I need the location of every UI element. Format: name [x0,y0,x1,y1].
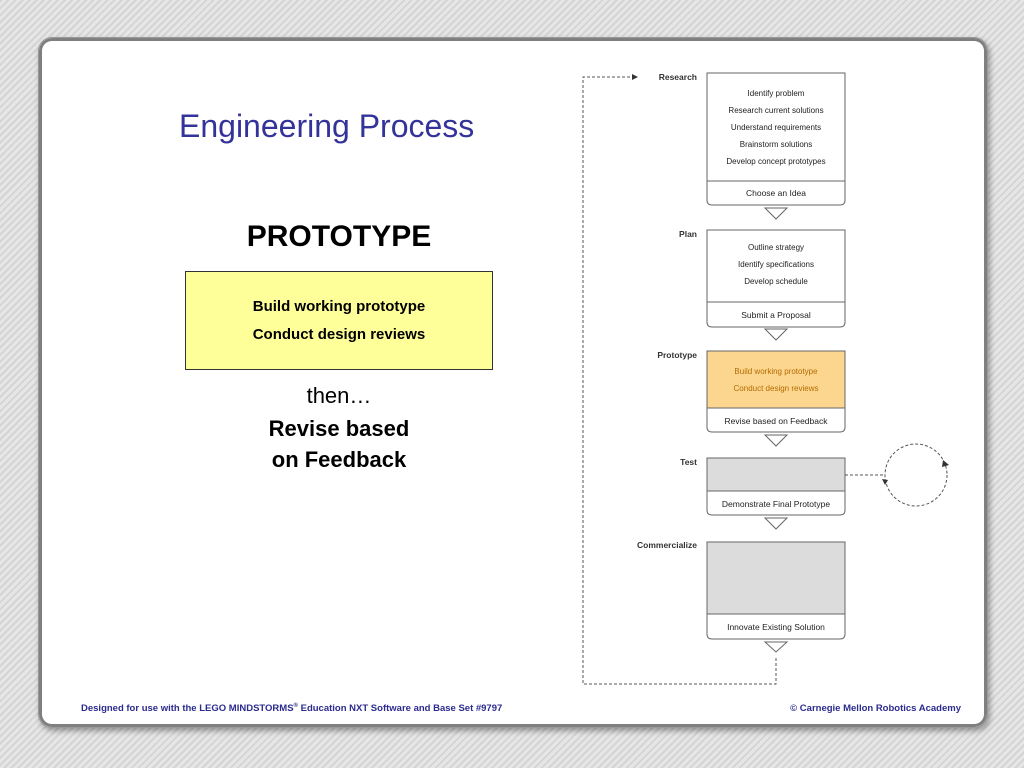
research-outcome-box [706,180,846,206]
prototype-item: Conduct design reviews [734,384,819,393]
revise-line: on Feedback [271,447,407,472]
down-arrow-icon [763,641,789,653]
registered-mark: ® [293,703,298,709]
test-outcome: Demonstrate Final Prototype [722,499,830,509]
stage-label-test: Test [680,457,697,467]
plan-activities-box [706,229,846,303]
slide-card: Engineering Process PROTOTYPE Build work… [38,37,988,728]
loop-arrow-icon [882,479,888,485]
footer-credit: Designed for use with the LEGO MINDSTORM… [81,703,502,714]
test-activities-box [706,457,846,492]
revise-line: Revise based [268,416,410,441]
research-item: Understand requirements [731,123,821,132]
down-arrow-icon [763,434,789,447]
prototype-outcome-box [706,407,846,433]
activities-box: Build working prototype Conduct design r… [185,271,493,370]
prototype-activities-box [706,350,846,409]
footer-credit-text: Designed for use with the LEGO MINDSTORM… [81,703,294,715]
commercialize-outcome: Innovate Existing Solution [727,622,825,632]
prototype-item: Build working prototype [734,367,818,376]
engineering-process-diagram: Research Plan Prototype Test Commerciali… [582,72,949,685]
commercialize-outcome-box [706,613,846,640]
commercialize-activities-box [706,541,846,615]
stage-label-research: Research [659,72,697,82]
down-arrow-icon [763,328,789,341]
activity-line: Conduct design reviews [252,326,426,343]
then-text: then… [306,383,372,408]
down-arrow-icon [763,207,789,220]
research-activities-box [706,72,846,182]
slide-title: Engineering Process [179,108,475,144]
activity-line: Build working prototype [252,298,426,315]
plan-outcome: Submit a Proposal [741,310,811,320]
loop-arrow-icon [942,460,949,467]
feedback-loop-line [582,74,777,685]
research-item: Research current solutions [728,106,823,115]
research-item: Brainstorm solutions [740,140,812,149]
research-item: Identify problem [748,89,805,98]
iteration-loop-circle [884,443,948,507]
stage-label-commercialize: Commercialize [637,540,697,550]
stage-label-plan: Plan [679,229,697,239]
plan-outcome-box [706,301,846,328]
test-outcome-box [706,490,846,516]
revise-text: Revise based on Feedback [185,413,493,475]
footer-credit-text-2: Education NXT Software and Base Set #979… [297,703,503,715]
stage-label-prototype: Prototype [657,350,697,360]
prototype-outcome: Revise based on Feedback [724,416,828,426]
plan-item: Develop schedule [744,277,808,286]
footer-copyright: © Carnegie Mellon Robotics Academy [790,703,961,714]
plan-item: Identify specifications [738,260,814,269]
plan-item: Outline strategy [748,243,804,252]
research-item: Develop concept prototypes [726,157,825,166]
down-arrow-icon [763,517,789,530]
research-outcome: Choose an Idea [746,188,806,198]
stage-heading: PROTOTYPE [246,220,432,253]
